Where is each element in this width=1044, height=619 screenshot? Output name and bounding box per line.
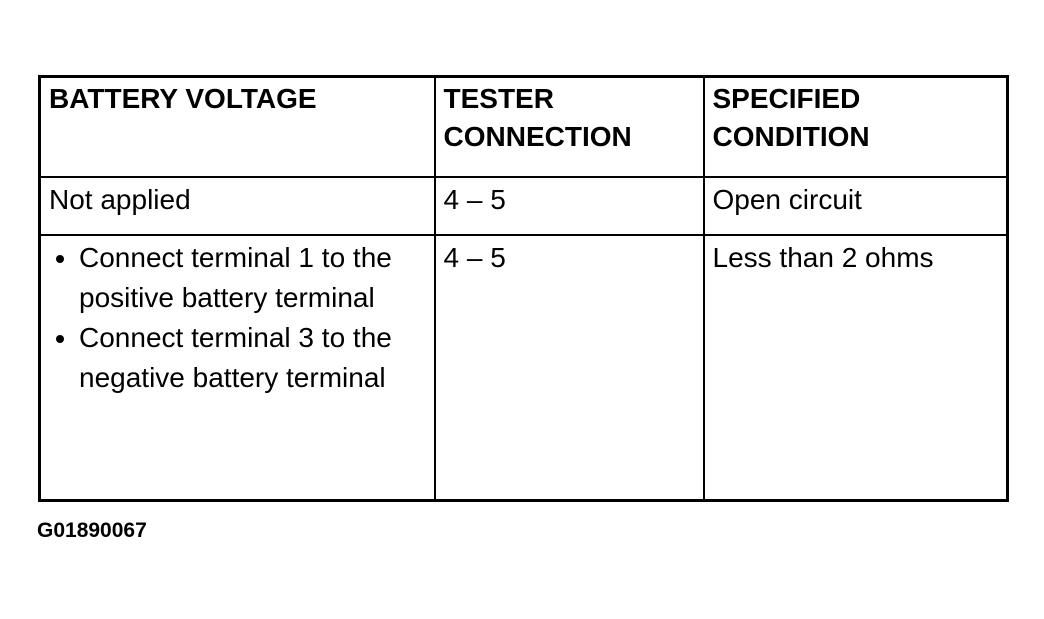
- header-tester-connection: TESTER CONNECTION: [433, 75, 705, 178]
- table-row: Connect terminal 1 to the positive batte…: [38, 233, 1009, 502]
- cell-battery-voltage: Connect terminal 1 to the positive batte…: [38, 233, 436, 502]
- table-header-row: BATTERY VOLTAGE TESTER CONNECTION SPECIF…: [38, 75, 1009, 178]
- bullet-item: Connect terminal 1 to the positive batte…: [79, 238, 428, 318]
- bullet-item: Connect terminal 3 to the negative batte…: [79, 318, 428, 398]
- cell-tester-connection: 4 – 5: [433, 175, 705, 236]
- cell-battery-voltage: Not applied: [38, 175, 436, 236]
- cell-specified-condition: Open circuit: [702, 175, 1009, 236]
- header-battery-voltage: BATTERY VOLTAGE: [38, 75, 436, 178]
- cell-tester-connection: 4 – 5: [433, 233, 705, 502]
- cell-specified-condition: Less than 2 ohms: [702, 233, 1009, 502]
- battery-voltage-bullet-list: Connect terminal 1 to the positive batte…: [49, 238, 428, 398]
- table-row: Not applied 4 – 5 Open circuit: [38, 175, 1009, 236]
- battery-voltage-spec-table: BATTERY VOLTAGE TESTER CONNECTION SPECIF…: [38, 75, 1009, 502]
- figure-id-label: G01890067: [37, 519, 147, 542]
- header-specified-condition: SPECIFIED CONDITION: [702, 75, 1009, 178]
